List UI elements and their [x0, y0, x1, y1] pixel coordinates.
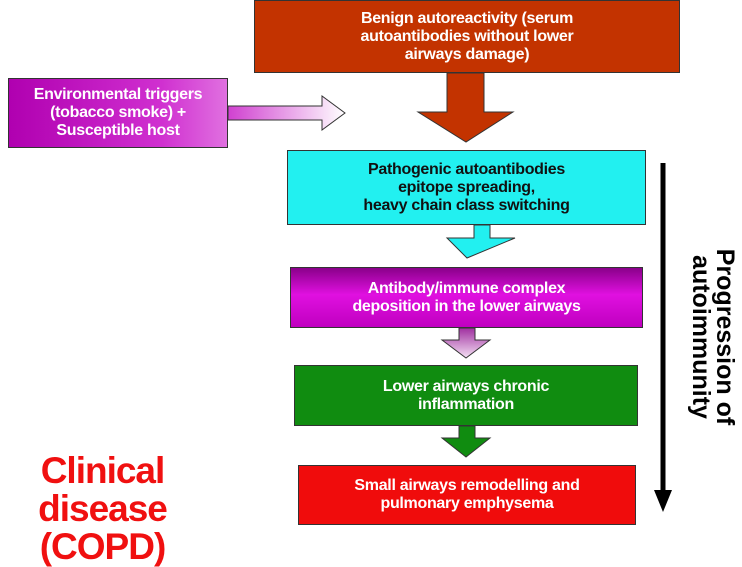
- deposition-down-arrow: [440, 327, 492, 359]
- progression-arrow-head: [654, 490, 672, 512]
- pathogenic-down-arrow: [445, 224, 516, 259]
- arrows-layer: [227, 72, 672, 512]
- progression-label: Progression of autoimmunity: [687, 248, 739, 426]
- pathogenic-autoantibodies-box: Pathogenic autoantibodies epitope spread…: [287, 150, 646, 225]
- benign-down-arrow: [416, 72, 515, 143]
- inflammation-down-arrow: [440, 425, 492, 458]
- immune-complex-deposition-box: Antibody/immune complex deposition in th…: [290, 267, 643, 328]
- environmental-triggers-box: Environmental triggers (tobacco smoke) +…: [8, 78, 228, 148]
- chronic-inflammation-box: Lower airways chronic inflammation: [294, 365, 638, 426]
- airways-remodelling-box: Small airways remodelling and pulmonary …: [298, 465, 636, 525]
- benign-autoreactivity-box: Benign autoreactivity (serum autoantibod…: [254, 0, 680, 73]
- clinical-disease-label: Clinical disease (COPD): [38, 450, 168, 567]
- environment-right-arrow: [227, 95, 346, 131]
